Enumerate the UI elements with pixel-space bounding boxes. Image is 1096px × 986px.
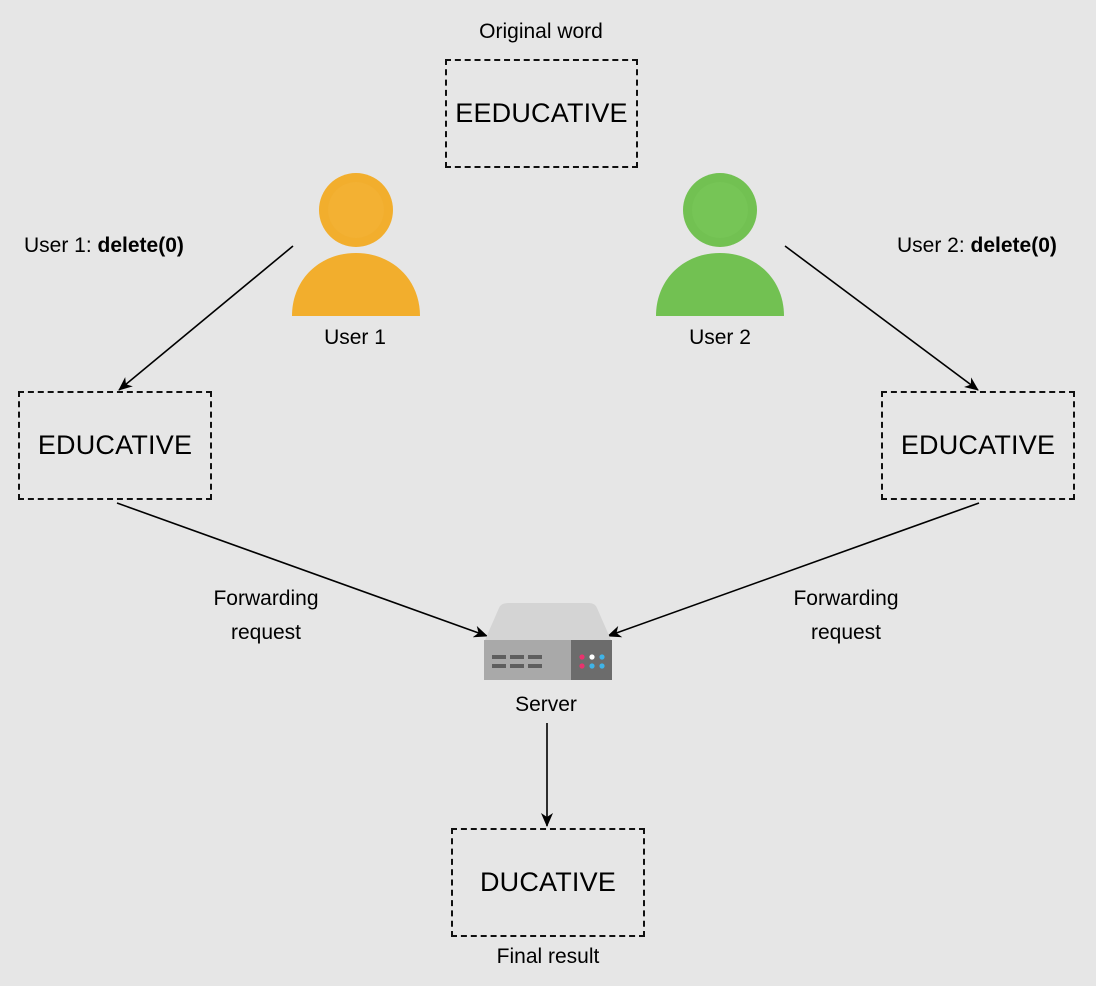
forwarding-request-label-right: Forwarding request — [766, 582, 926, 650]
arrow-right-box-to-server — [607, 502, 980, 638]
user1-operation-label: User 1: delete(0) — [24, 229, 184, 263]
user2-operation-label: User 2: delete(0) — [897, 229, 1057, 263]
user-icon — [292, 173, 420, 316]
forwarding-line2-left: request — [230, 621, 302, 644]
forwarding-line2-right: request — [810, 621, 882, 644]
forwarding-line1-left: Forwarding — [213, 587, 319, 610]
forwarding-line1-right: Forwarding — [793, 587, 899, 610]
user2-operation-call: delete(0) — [970, 234, 1057, 257]
server-icon — [484, 603, 612, 680]
arrow-user1-to-box — [118, 245, 294, 391]
user2-name: User 2 — [689, 326, 751, 349]
user1-result-box: EDUCATIVE — [18, 391, 212, 500]
final-result-caption: Final result — [496, 945, 600, 968]
final-result-box: DUCATIVE — [451, 828, 645, 937]
user2-operation-prefix: User 2: — [897, 234, 971, 257]
user1-name: User 1 — [324, 326, 386, 349]
arrow-user2-to-box — [784, 245, 979, 391]
user2-result-box: EDUCATIVE — [881, 391, 1075, 500]
original-word-box: EEDUCATIVE — [445, 59, 638, 168]
user1-operation-call: delete(0) — [97, 234, 184, 257]
original-word-caption: Original word — [479, 20, 603, 43]
server-label: Server — [515, 693, 577, 716]
user1-operation-prefix: User 1: — [24, 234, 98, 257]
forwarding-request-label-left: Forwarding request — [186, 582, 346, 650]
user-icon — [656, 173, 784, 316]
arrow-left-box-to-server — [116, 502, 488, 638]
